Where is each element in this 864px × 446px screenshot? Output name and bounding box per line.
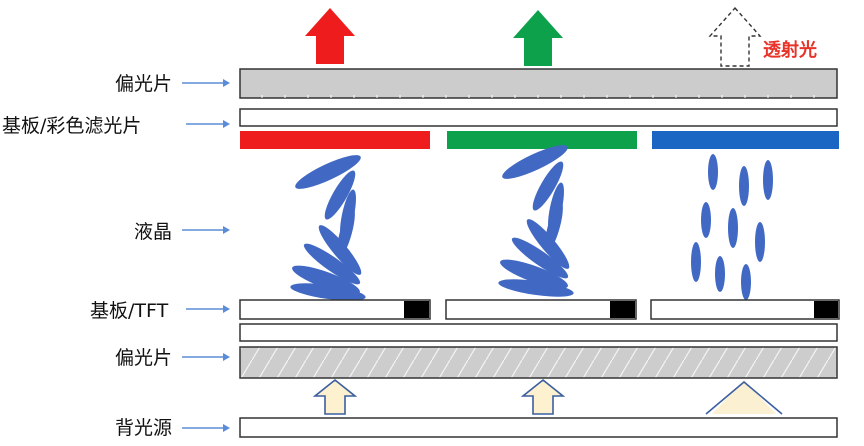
backlight-panel <box>239 417 838 438</box>
top-polarizer <box>239 68 838 99</box>
top-polarizer-ticks <box>261 95 815 98</box>
green-up-arrow-icon <box>513 10 563 66</box>
label-bottom-polarizer: 偏光片 <box>115 347 172 369</box>
label-arrow-tft <box>186 305 230 313</box>
label-backlight: 背光源 <box>115 417 172 439</box>
tft-cell-3 <box>650 299 840 320</box>
label-arrow-top-polarizer <box>182 79 230 87</box>
tft-cell-1 <box>239 299 431 320</box>
label-color-filter-substrate: 基板/彩色滤光片 <box>2 115 141 137</box>
backlight-up-arrow-icon <box>520 378 566 415</box>
dashed-up-arrow-icon <box>708 6 762 67</box>
transmitted-light-label: 透射光 <box>763 39 817 61</box>
liquid-crystal-group-blue <box>691 154 773 300</box>
label-liquid-crystal: 液晶 <box>134 221 172 243</box>
blue-color-filter <box>652 131 839 149</box>
backlight-up-arrow-icon <box>312 378 358 415</box>
tft-transistor-3 <box>814 301 838 318</box>
label-arrow-backlight <box>182 424 230 432</box>
liquid-crystal-group-red <box>290 155 366 301</box>
label-arrow-liquid-crystal <box>182 226 230 234</box>
red-color-filter <box>240 131 430 149</box>
color-filter-substrate <box>239 108 838 127</box>
label-arrow-color-filter <box>186 120 230 128</box>
tft-cell-2 <box>445 299 637 320</box>
tft-transistor-1 <box>404 301 429 318</box>
tft-transistor-2 <box>610 301 635 318</box>
lower-substrate <box>239 323 838 342</box>
label-arrow-bottom-polarizer <box>182 353 230 361</box>
liquid-crystal-group-green <box>498 145 574 297</box>
label-top-polarizer: 偏光片 <box>115 73 172 95</box>
green-color-filter <box>447 131 637 149</box>
red-up-arrow-icon <box>305 8 355 64</box>
backlight-partial-arrow-icon <box>705 380 783 415</box>
bottom-polarizer <box>239 346 838 379</box>
label-tft-substrate: 基板/TFT <box>90 300 169 322</box>
